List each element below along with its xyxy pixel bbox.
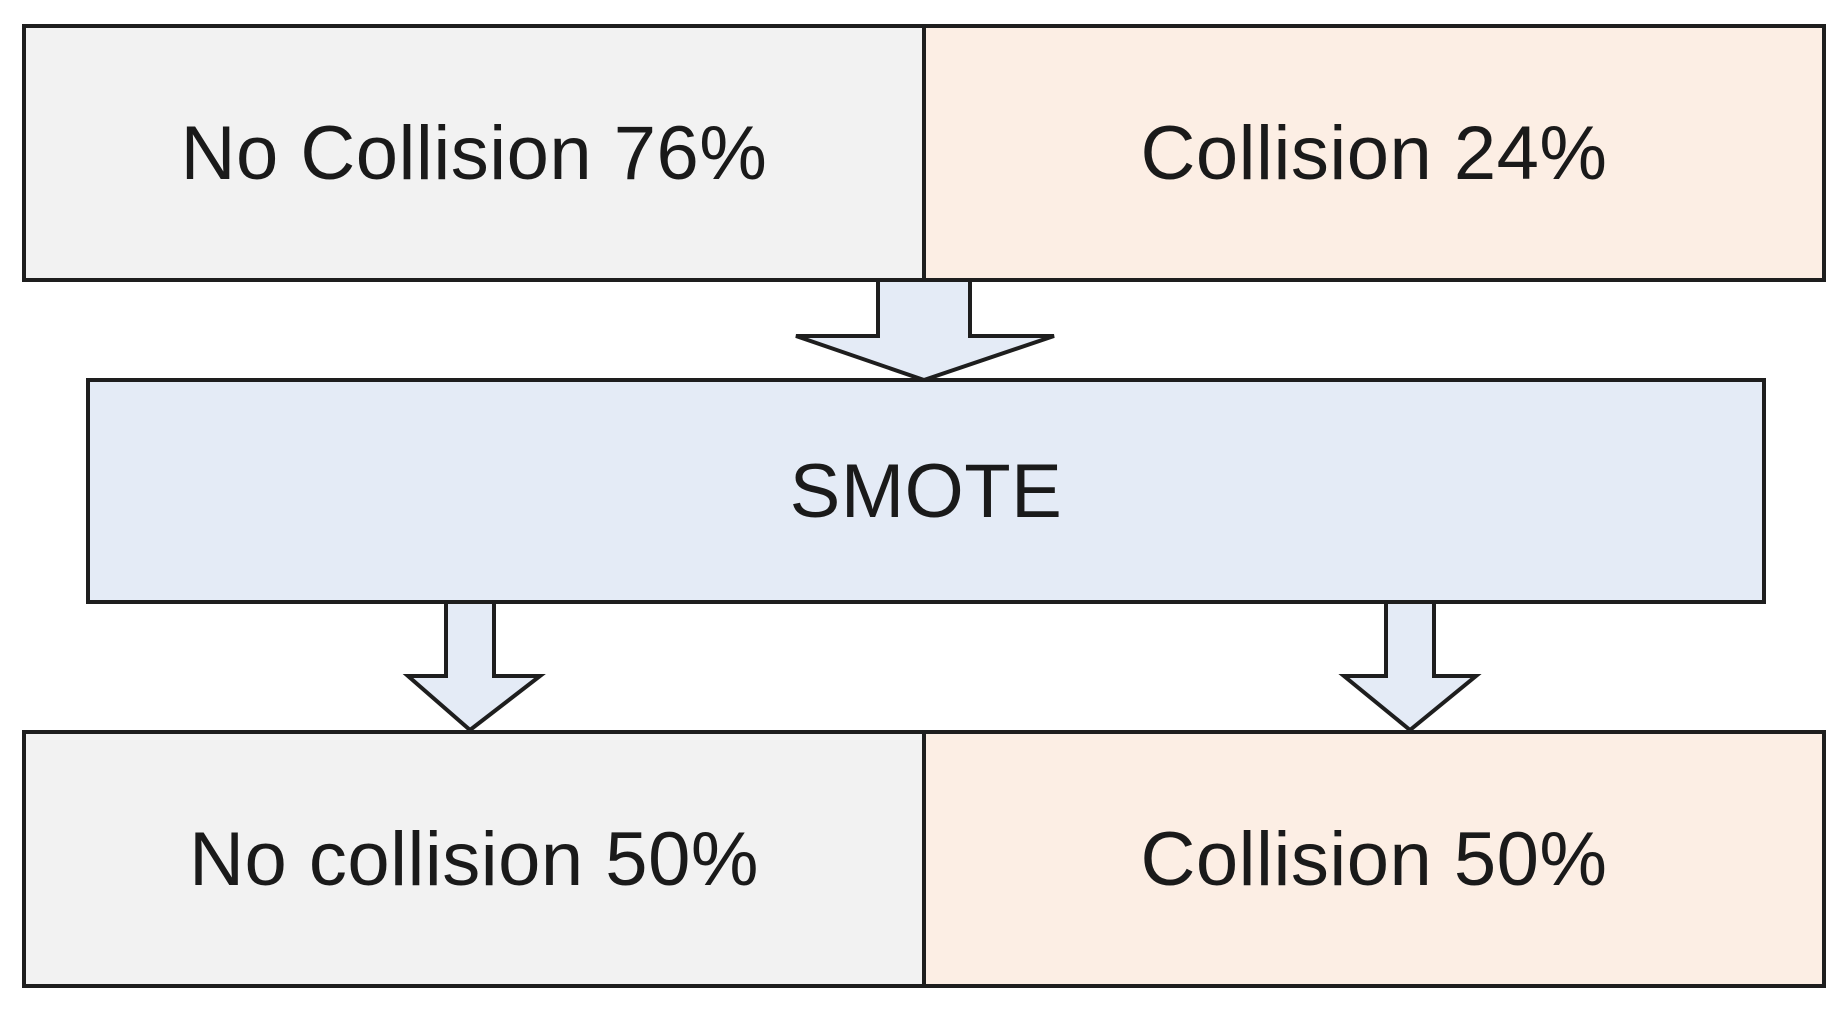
smote-label: SMOTE: [789, 448, 1063, 534]
before-collision-label: Collision 24%: [1140, 110, 1608, 196]
after-no-collision-box: No collision 50%: [22, 730, 926, 988]
before-no-collision-box: No Collision 76%: [22, 24, 926, 282]
after-collision-label: Collision 50%: [1140, 816, 1608, 902]
after-collision-box: Collision 50%: [922, 730, 1826, 988]
smote-process-box: SMOTE: [86, 378, 1766, 604]
after-no-collision-label: No collision 50%: [189, 816, 759, 902]
before-no-collision-label: No Collision 76%: [180, 110, 768, 196]
arrow-down-icon: [1338, 598, 1482, 733]
arrow-down-icon: [795, 276, 1055, 383]
arrow-down-icon: [402, 598, 546, 733]
before-collision-box: Collision 24%: [922, 24, 1826, 282]
